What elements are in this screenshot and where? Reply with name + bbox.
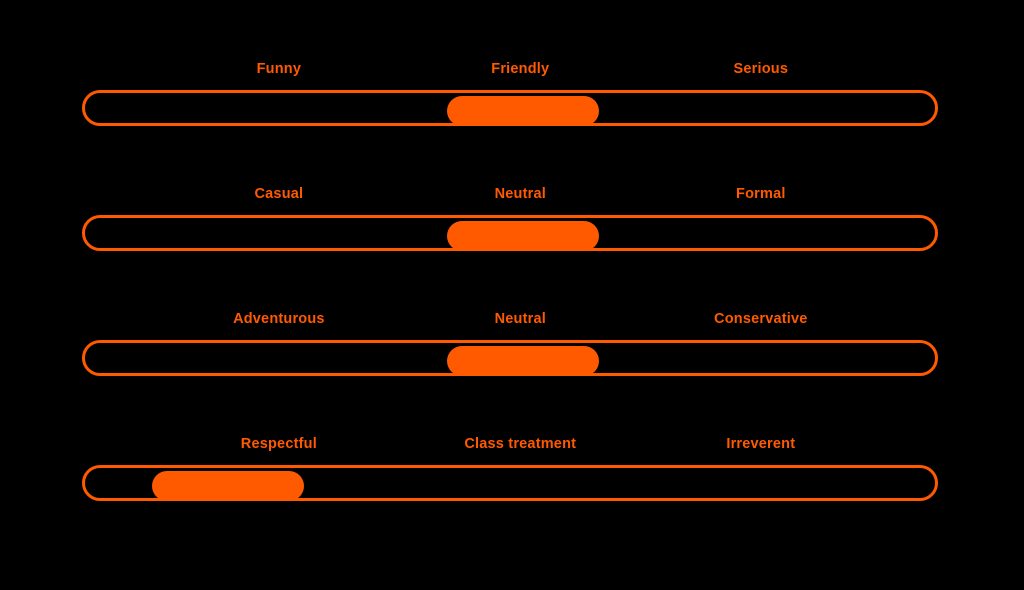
slider-thumb[interactable] bbox=[447, 96, 600, 126]
slider-row: Respectful Class treatment Irreverent bbox=[82, 435, 938, 530]
slider-label-group: Adventurous Neutral Conservative bbox=[82, 310, 938, 340]
slider-label-right: Conservative bbox=[714, 311, 808, 327]
slider-track[interactable] bbox=[82, 340, 938, 376]
slider-thumb[interactable] bbox=[152, 471, 305, 501]
slider-label-left: Respectful bbox=[240, 436, 317, 452]
slider-label-left: Adventurous bbox=[233, 311, 325, 327]
slider-label-right: Serious bbox=[733, 61, 789, 77]
slider-label-center: Neutral bbox=[494, 311, 546, 327]
slider-row: Casual Neutral Formal bbox=[82, 185, 938, 280]
slider-track[interactable] bbox=[82, 215, 938, 251]
slider-label-center: Neutral bbox=[494, 186, 546, 202]
slider-row: Adventurous Neutral Conservative bbox=[82, 310, 938, 405]
slider-label-group: Casual Neutral Formal bbox=[82, 185, 938, 215]
slider-label-center: Class treatment bbox=[464, 436, 577, 452]
slider-track[interactable] bbox=[82, 465, 938, 501]
slider-label-left: Funny bbox=[256, 61, 302, 77]
slider-row: Funny Friendly Serious bbox=[82, 60, 938, 155]
slider-label-right: Irreverent bbox=[726, 436, 796, 452]
slider-label-group: Respectful Class treatment Irreverent bbox=[82, 435, 938, 465]
slider-thumb[interactable] bbox=[447, 221, 600, 251]
slider-thumb[interactable] bbox=[447, 346, 600, 376]
slider-label-right: Formal bbox=[736, 186, 786, 202]
slider-label-group: Funny Friendly Serious bbox=[82, 60, 938, 90]
slider-track[interactable] bbox=[82, 90, 938, 126]
slider-label-left: Casual bbox=[254, 186, 304, 202]
slider-label-center: Friendly bbox=[491, 61, 550, 77]
